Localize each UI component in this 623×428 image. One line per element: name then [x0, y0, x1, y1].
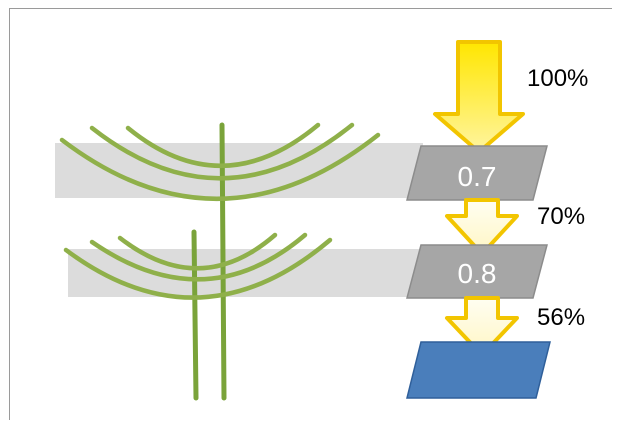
transmitted-light-arrow-2 [445, 296, 519, 357]
transmitted-light-arrow-1 [445, 198, 519, 256]
factor-label-2: 0.8 [458, 258, 497, 289]
percent-label-100: 100% [527, 65, 588, 92]
lower-canopy-leaves [63, 232, 333, 300]
plant-stems [191, 122, 227, 401]
factor-box-2 [406, 244, 548, 299]
ground-surface [406, 341, 551, 399]
factor-label-1: 0.7 [458, 161, 497, 192]
factor-box-1 [406, 145, 548, 201]
incoming-light-arrow [433, 40, 525, 154]
upper-canopy-leaves [59, 122, 381, 201]
percent-label-70: 70% [537, 203, 585, 230]
diagram-frame [9, 8, 612, 420]
upper-shade-band [55, 143, 423, 198]
percent-label-56: 56% [537, 304, 585, 331]
